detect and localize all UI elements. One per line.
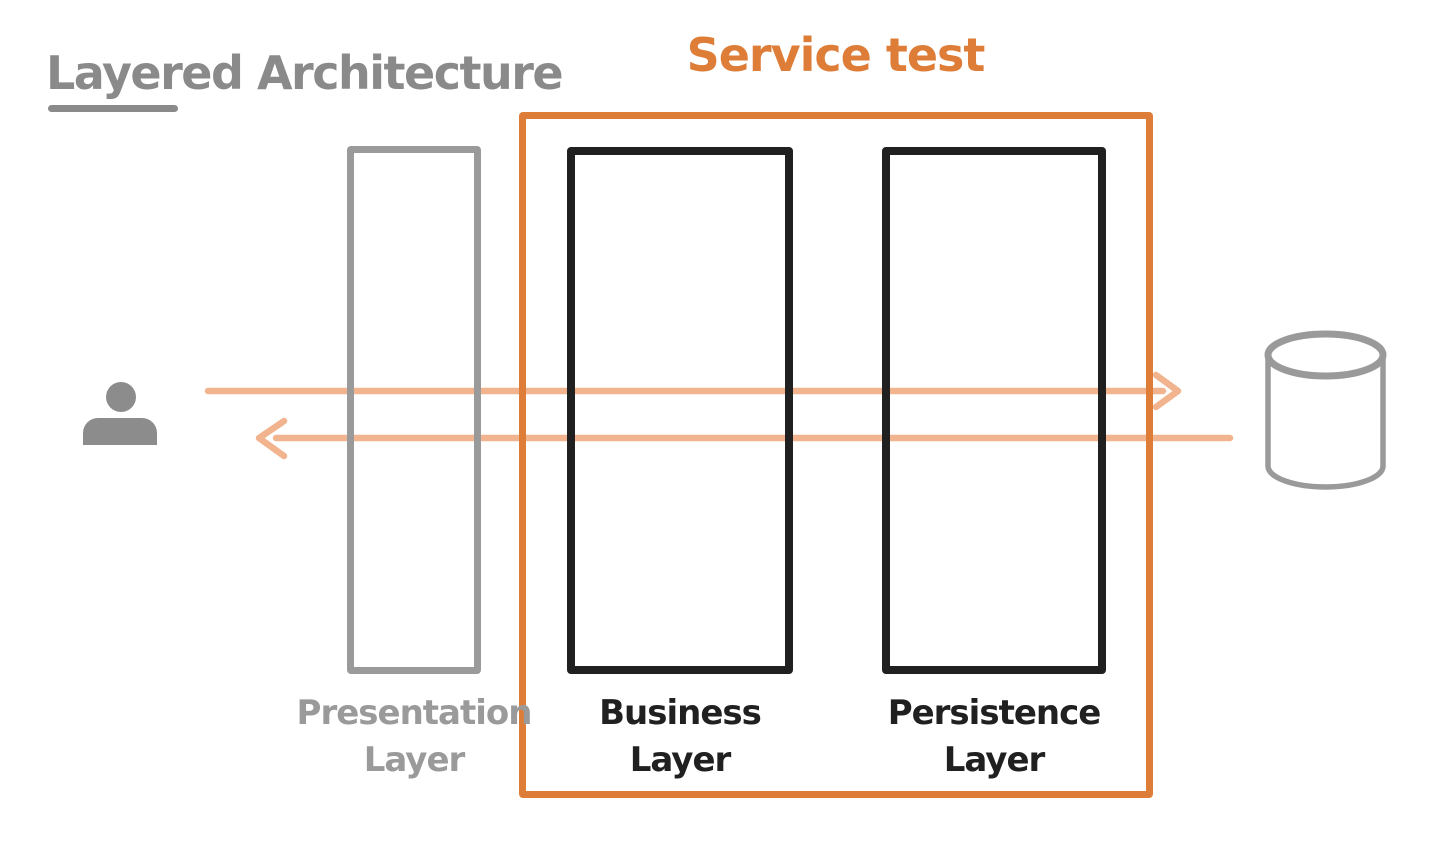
response-arrow (255, 417, 1234, 460)
persistence-layer-label: Persistence Layer (887, 693, 1102, 780)
page-title: Layered Architecture (46, 46, 564, 100)
service-test-boundary-box (519, 112, 1153, 798)
business-layer-box (567, 147, 793, 674)
user-icon (83, 382, 157, 445)
persistence-layer-box (882, 147, 1106, 674)
presentation-layer-label: Presentation Layer (296, 693, 533, 780)
presentation-layer-box (347, 146, 481, 674)
title-underline (48, 105, 178, 112)
request-arrow (204, 371, 1182, 411)
service-test-label: Service test (686, 28, 986, 82)
database-icon (1264, 330, 1387, 490)
business-layer-label: Business Layer (599, 693, 762, 780)
